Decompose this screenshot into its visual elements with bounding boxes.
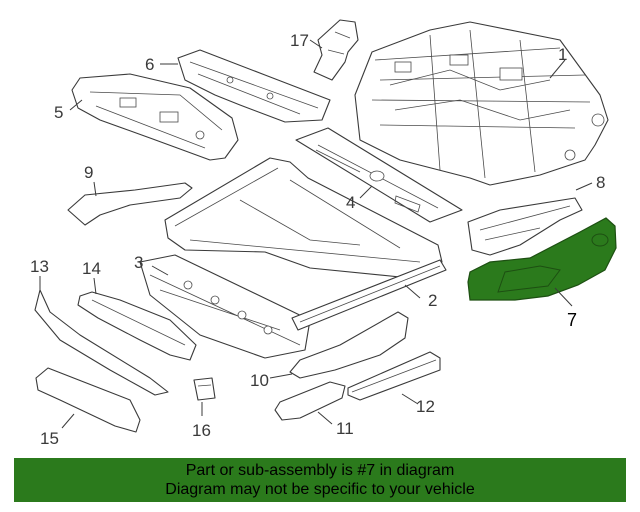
callout-2: 2 — [428, 291, 437, 310]
part-3-seat-base[interactable] — [139, 157, 443, 359]
callout-11: 11 — [336, 419, 354, 438]
part-6-upper-rail[interactable] — [177, 49, 331, 123]
callout-5: 5 — [54, 103, 63, 122]
callout-16: 16 — [192, 421, 211, 440]
part-15-trim-block[interactable] — [35, 367, 141, 433]
callout-3: 3 — [134, 253, 143, 272]
part-7-side-cover-highlighted[interactable] — [467, 217, 617, 301]
callout-10: 10 — [250, 371, 269, 390]
part-1-seat-frame[interactable] — [354, 21, 609, 186]
part-17-bracket[interactable] — [313, 19, 359, 81]
banner-line-2: Diagram may not be specific to your vehi… — [165, 481, 475, 498]
part-2-seat-rail[interactable] — [291, 259, 447, 331]
part-8-side-bracket[interactable] — [467, 197, 583, 256]
callouts: 1 2 3 4 5 6 7 8 9 10 11 12 13 14 15 16 1… — [30, 31, 605, 448]
part-9-side-trim[interactable] — [67, 182, 193, 226]
part-12-strip[interactable] — [347, 351, 441, 401]
callout-13: 13 — [30, 257, 49, 276]
part-13-long-trim[interactable] — [34, 289, 169, 396]
part-4-rod-assembly[interactable] — [295, 127, 463, 223]
callout-17: 17 — [290, 31, 309, 50]
callout-12: 12 — [416, 397, 435, 416]
part-14-trim[interactable] — [77, 291, 197, 361]
part-11-short-cover[interactable] — [274, 381, 346, 421]
parts-diagram: 1 2 3 4 5 6 7 8 9 10 11 12 13 14 15 16 1… — [30, 19, 617, 448]
part-16-clip[interactable] — [193, 377, 216, 401]
callout-4: 4 — [346, 193, 355, 212]
callout-14: 14 — [82, 259, 101, 278]
part-10-cover[interactable] — [289, 311, 409, 379]
callout-9: 9 — [84, 163, 93, 182]
callout-1: 1 — [558, 45, 567, 64]
part-5-seat-pan[interactable] — [71, 73, 239, 161]
callout-6: 6 — [145, 55, 154, 74]
callout-8: 8 — [596, 173, 605, 192]
callout-15: 15 — [40, 429, 59, 448]
leader-lines — [39, 39, 593, 429]
info-banner: Part or sub-assembly is #7 in diagram Di… — [14, 458, 626, 502]
banner-line-1: Part or sub-assembly is #7 in diagram — [185, 462, 455, 479]
callout-7: 7 — [567, 310, 577, 330]
